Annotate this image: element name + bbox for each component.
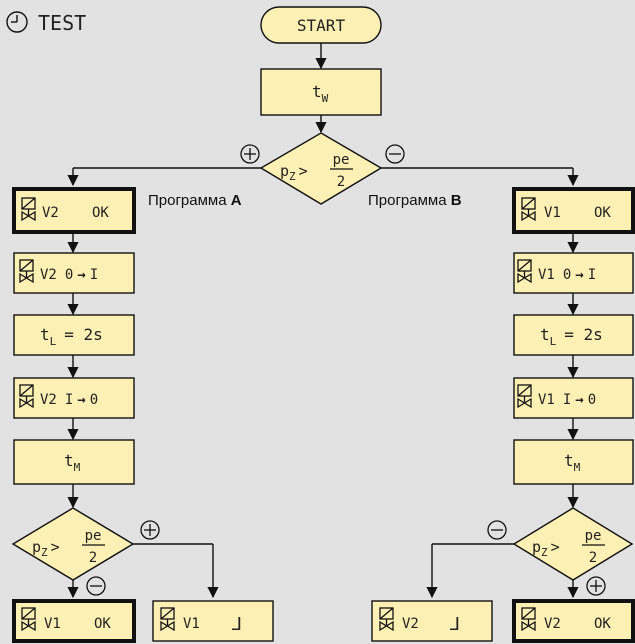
right-delay-box: tL= 2s xyxy=(513,314,634,356)
svg-text:OK: OK xyxy=(94,616,111,632)
svg-text:V1: V1 xyxy=(544,205,561,221)
svg-text:V2: V2 xyxy=(402,616,419,632)
plus-sign-left xyxy=(140,520,160,540)
plus-sign-top xyxy=(240,144,260,164)
svg-text:tL= 2s: tL= 2s xyxy=(540,325,603,348)
program-b-label: Программа B xyxy=(368,192,462,209)
svg-text:V1I→0: V1I→0 xyxy=(538,392,596,408)
wait-step: tW xyxy=(260,68,382,116)
svg-text:OK: OK xyxy=(594,616,611,632)
failure-symbol: ᒧ xyxy=(449,614,460,635)
minus-sign-right xyxy=(487,520,507,540)
right-result-fail-box: V2 ᒧ xyxy=(371,600,493,642)
svg-text:tW: tW xyxy=(312,82,329,105)
svg-text:tM: tM xyxy=(64,451,81,474)
svg-text:2: 2 xyxy=(589,550,597,566)
right-check-box: V1 OK xyxy=(512,187,635,234)
left-result-ok-box: V1 OK xyxy=(12,599,136,643)
svg-text:pZ>: pZ> xyxy=(32,538,60,559)
right-result-ok-box: V2 OK xyxy=(512,599,635,643)
svg-text:pe: pe xyxy=(585,528,602,544)
left-measure-box: tM xyxy=(13,439,135,485)
svg-text:2: 2 xyxy=(89,550,97,566)
svg-text:tL= 2s: tL= 2s xyxy=(40,325,103,348)
svg-text:V20→I: V20→I xyxy=(40,267,98,283)
left-decision: pZ> pe 2 xyxy=(11,507,135,581)
wait-subscript: W xyxy=(322,92,329,105)
svg-text:V2I→0: V2I→0 xyxy=(40,392,98,408)
svg-text:pe: pe xyxy=(333,152,350,168)
left-check-box: V2 OK xyxy=(12,187,136,234)
program-a-label: Программа A xyxy=(148,192,242,209)
test-title: TEST xyxy=(38,11,86,35)
decision-top: pZ> pe 2 xyxy=(259,132,383,205)
start-node: START xyxy=(260,6,382,44)
failure-symbol: ᒧ xyxy=(231,614,242,635)
wait-symbol: t xyxy=(312,82,322,101)
svg-text:pe: pe xyxy=(85,528,102,544)
svg-text:V2: V2 xyxy=(544,616,561,632)
svg-text:OK: OK xyxy=(594,205,611,221)
svg-text:OK: OK xyxy=(92,205,109,221)
svg-text:V10→I: V10→I xyxy=(538,267,596,283)
svg-text:V1: V1 xyxy=(44,616,61,632)
plus-sign-right xyxy=(586,576,606,596)
svg-text:V1: V1 xyxy=(183,616,200,632)
svg-text:tM: tM xyxy=(564,451,581,474)
right-measure-box: tM xyxy=(513,439,634,485)
right-decision: pZ> pe 2 xyxy=(512,507,634,581)
svg-text:pZ>: pZ> xyxy=(532,538,560,559)
svg-text:V2: V2 xyxy=(42,205,59,221)
left-result-fail-box: V1 ᒧ xyxy=(152,600,274,642)
minus-sign-left xyxy=(86,576,106,596)
clock-icon xyxy=(6,11,28,33)
minus-sign-top xyxy=(385,144,405,164)
start-label: START xyxy=(297,16,346,35)
left-delay-box: tL= 2s xyxy=(13,314,135,356)
svg-text:pZ>: pZ> xyxy=(280,162,308,183)
svg-text:2: 2 xyxy=(337,174,345,190)
